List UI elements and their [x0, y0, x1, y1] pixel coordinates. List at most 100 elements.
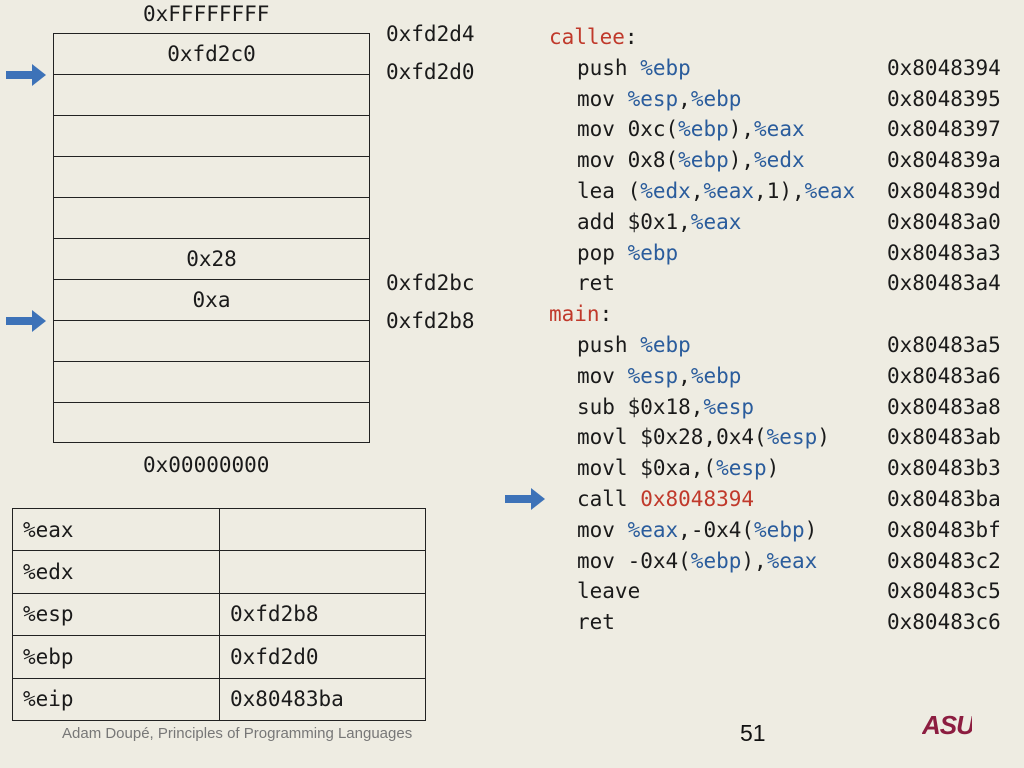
instruction-opcode: push: [577, 55, 628, 80]
register-operand: %ebp: [678, 148, 729, 173]
instruction-opcode: ret: [577, 610, 615, 635]
arrow-right-icon: [6, 310, 46, 332]
stack-top-label: 0xFFFFFFFF: [143, 2, 270, 26]
stack-address-0xfd2bc: 0xfd2bc: [386, 271, 475, 295]
instruction-opcode: sub: [577, 394, 615, 419]
arrow-right-icon: [6, 64, 46, 86]
register-row: %eax: [12, 507, 426, 552]
register-value: 0x80483ba: [219, 677, 426, 722]
stack-cell: 0xfd2c0: [54, 34, 369, 75]
register-operand: %eax: [627, 517, 679, 542]
arrow-right-icon: [505, 488, 545, 510]
stack-address-0xfd2d4: 0xfd2d4: [386, 22, 475, 46]
register-operand: %eax: [703, 178, 755, 203]
function-label: callee: [549, 25, 625, 49]
register-name: %ebp: [12, 635, 220, 679]
register-value: [219, 550, 426, 594]
register-operand: %eax: [754, 117, 805, 142]
instruction-opcode: mov: [577, 548, 615, 573]
stack-cell: [54, 75, 369, 116]
register-operand: %esp: [716, 456, 767, 481]
register-operand: %esp: [627, 86, 679, 111]
instruction-opcode: add: [577, 209, 615, 234]
instruction-opcode: leave: [577, 579, 641, 604]
instruction-address: 0x8048397: [887, 117, 1001, 142]
instruction-opcode: mov: [577, 148, 615, 173]
instruction-opcode: mov: [577, 86, 615, 111]
register-operand: %eax: [766, 548, 818, 573]
register-operand: %esp: [703, 394, 755, 419]
register-operand: %eax: [804, 178, 856, 203]
register-row: %edx: [12, 550, 426, 594]
instruction-opcode: lea: [577, 178, 615, 203]
instruction-address: 0x80483a8: [887, 394, 1001, 419]
code-line: push %ebp 0x8048394: [549, 53, 1019, 84]
svg-text:ASU: ASU: [922, 710, 972, 738]
register-name: %esp: [12, 592, 220, 637]
stack-address-0xfd2b8: 0xfd2b8: [386, 309, 475, 333]
stack-cell: [54, 321, 369, 362]
register-operand: %esp: [627, 363, 679, 388]
instruction-opcode: mov: [577, 363, 615, 388]
register-name: %edx: [12, 550, 220, 594]
instruction-opcode: mov: [577, 117, 615, 142]
instruction-address: 0x8048395: [887, 86, 1001, 111]
instruction-address: 0x80483a3: [887, 240, 1001, 265]
register-operand: %ebp: [678, 117, 729, 142]
stack-cell: [54, 403, 369, 444]
page-number: 51: [740, 720, 766, 746]
code-line: ret 0x80483a4: [549, 268, 1019, 299]
register-operand: %ebp: [690, 86, 742, 111]
instruction-opcode: movl: [577, 456, 628, 481]
register-operand: %ebp: [690, 363, 742, 388]
instruction-opcode: push: [577, 332, 628, 357]
register-name: %eax: [12, 507, 220, 552]
code-line: mov %eax,-0x4(%ebp)0x80483bf: [549, 515, 1019, 546]
stack-cell: [54, 157, 369, 198]
code-label-line: main:: [549, 302, 613, 327]
stack-cell: 0xa: [54, 280, 369, 321]
instruction-address: 0x80483a4: [887, 271, 1001, 296]
instruction-address: 0x804839a: [887, 148, 1001, 173]
instruction-address: 0x80483c2: [887, 548, 1001, 573]
instruction-address: 0x80483c6: [887, 610, 1001, 635]
register-value: [219, 507, 426, 552]
register-operand: %eax: [690, 209, 742, 234]
instruction-address: 0x80483ab: [887, 425, 1001, 450]
instruction-address: 0x80483bf: [887, 517, 1001, 542]
register-operand: %ebp: [627, 240, 679, 265]
instruction-address: 0x80483a0: [887, 209, 1001, 234]
instruction-opcode: call: [577, 486, 628, 511]
register-operand: %ebp: [640, 55, 691, 80]
footer-author: Adam Doupé, Principles of Programming La…: [62, 725, 413, 742]
stack-cell: 0x28: [54, 239, 369, 280]
register-operand: %ebp: [754, 517, 805, 542]
code-line: movl $0xa,(%esp)0x80483b3: [549, 453, 1019, 484]
stack-cell: [54, 116, 369, 157]
call-target: 0x8048394: [640, 486, 755, 511]
code-label-line: callee:: [549, 25, 638, 49]
instruction-address: 0x80483b3: [887, 456, 1001, 481]
instruction-opcode: ret: [577, 271, 615, 296]
function-label: main: [549, 302, 600, 327]
instruction-opcode: pop: [577, 240, 615, 265]
code-line: ret 0x80483c6: [549, 607, 1019, 638]
register-value: 0xfd2d0: [219, 635, 426, 679]
register-operand: %edx: [640, 178, 691, 203]
register-operand: %ebp: [640, 332, 691, 357]
instruction-address: 0x80483a6: [887, 363, 1001, 388]
stack-cell: [54, 362, 369, 403]
instruction-address: 0x8048394: [887, 55, 1001, 80]
